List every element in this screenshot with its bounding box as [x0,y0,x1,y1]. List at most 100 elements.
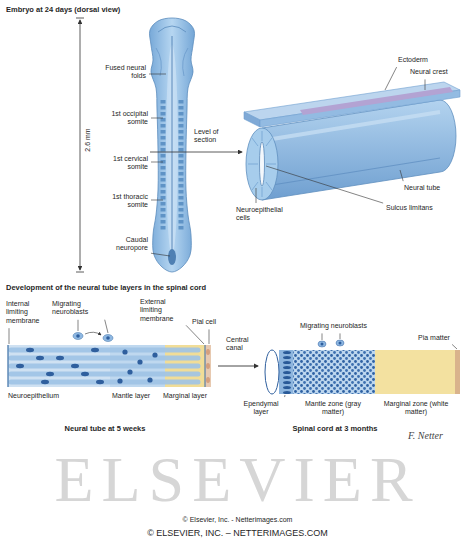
artist-signature: F. Netter [408,430,443,442]
figure-caption: Spinal cord at 3 months [270,424,400,433]
tube-layers-figure [16,364,24,368]
section-figure [248,164,258,165]
tube-layers-figure [8,332,211,387]
dimension-line [76,18,84,272]
section-heading: Development of the neural tube layers in… [6,283,206,292]
layer-label: Neuroepithelium [8,392,59,400]
layer-label: Marginal layer [163,392,207,400]
section-heading: Embryo at 24 days (dorsal view) [6,5,120,14]
tube-layers-figure [137,359,142,364]
section-figure [244,82,460,200]
tube-layers-figure [71,364,79,368]
section-figure [266,138,272,146]
part-label: Fused neural folds [96,64,146,81]
tube-layers-figure [11,372,198,377]
section-figure [300,87,453,115]
part-label: Pial cell [192,318,216,326]
leader-line [151,118,163,119]
section-figure [244,112,260,127]
cord-layers-figure [455,350,460,394]
tube-layers-figure [11,380,198,385]
part-label: Migrating neuroblasts [52,300,104,317]
layer-label: Ependymal layer [238,400,284,417]
part-label: Central canal [226,336,264,353]
tube-layers-figure [16,348,158,384]
section-figure [252,182,258,190]
leader-line [284,395,285,397]
part-label: Caudal neuropore [96,236,148,253]
leader-line [400,170,403,181]
tube-layers-figure [11,350,198,382]
embryo-figure [149,18,194,272]
leader-line [151,253,170,256]
leader-line [425,79,426,90]
tube-layers-figure [76,334,80,338]
tube-layers-figure [152,352,157,357]
tube-layers-figure [147,377,152,382]
part-label: Ectoderm [398,56,428,64]
tube-layers-figure [11,364,198,369]
tube-layers-figure [206,349,210,383]
leader-line [452,344,457,349]
tube-layers-figure [36,356,44,360]
part-label: 1st occipital somite [96,110,148,127]
embryo-figure [179,100,184,232]
tube-layers-figure [26,348,34,352]
cord-layers-figure [265,340,460,394]
tube-layers-figure [206,349,210,355]
section-figure [260,90,460,127]
embryo-figure [158,26,186,32]
copyright-note: © Elsevier, Inc. - Netterimages.com [0,516,475,524]
dimension-label: 2.6 mm [84,126,92,153]
embryo-figure [161,100,166,232]
tube-layers-figure [91,348,99,352]
leader-line [78,320,79,331]
section-figure [252,138,258,146]
leader-line [149,74,166,75]
tube-layers-figure [103,335,113,342]
embryo-figure [168,249,176,265]
tube-layers-figure [96,380,104,384]
embryo-figure [149,18,194,272]
section-figure [248,131,276,197]
dimension-line [80,20,81,270]
section-figure [266,182,272,190]
embryo-figure [156,48,161,76]
part-label: Neural tube [404,184,440,192]
cord-layers-figure [321,343,324,346]
tube-layers-figure [81,372,89,376]
section-figure [246,128,278,200]
tube-layers-figure [73,333,83,340]
tube-layers-figure [41,380,49,384]
tube-layers-figure [206,363,210,369]
leader-line [186,325,204,344]
tube-layers-figure [56,356,64,360]
cord-layers-figure [265,350,279,394]
part-label: Pia matter [418,334,450,342]
dimension-line [76,272,84,273]
leader-line [322,333,323,340]
cord-layers-figure [336,340,344,346]
figure-caption: Neural tube at 5 weeks [45,424,165,433]
leader-line [256,188,257,203]
tube-layers-figure [7,345,8,387]
part-label: Sulcus limitans [386,204,433,212]
section-figure [266,158,440,186]
embryo-figure [172,36,173,250]
part-label: External limiting membrane [140,298,184,323]
tube-layers-figure [46,372,54,376]
leader-line [151,162,163,163]
tube-layers-figure [205,345,211,387]
part-label: Internal limiting membrane [6,300,46,325]
tube-layers-figure [127,369,132,374]
leader-line [151,200,163,201]
tube-layers-figure [85,332,101,335]
leader-line [266,166,383,203]
leader-line [9,328,10,344]
cord-layers-figure [318,341,326,347]
section-level-line [150,152,242,153]
part-label: Neural crest [410,68,448,76]
tube-layers-figure [11,348,198,353]
copyright-note: © ELSEVIER, INC. – NETTERIMAGES.COM [0,528,475,539]
